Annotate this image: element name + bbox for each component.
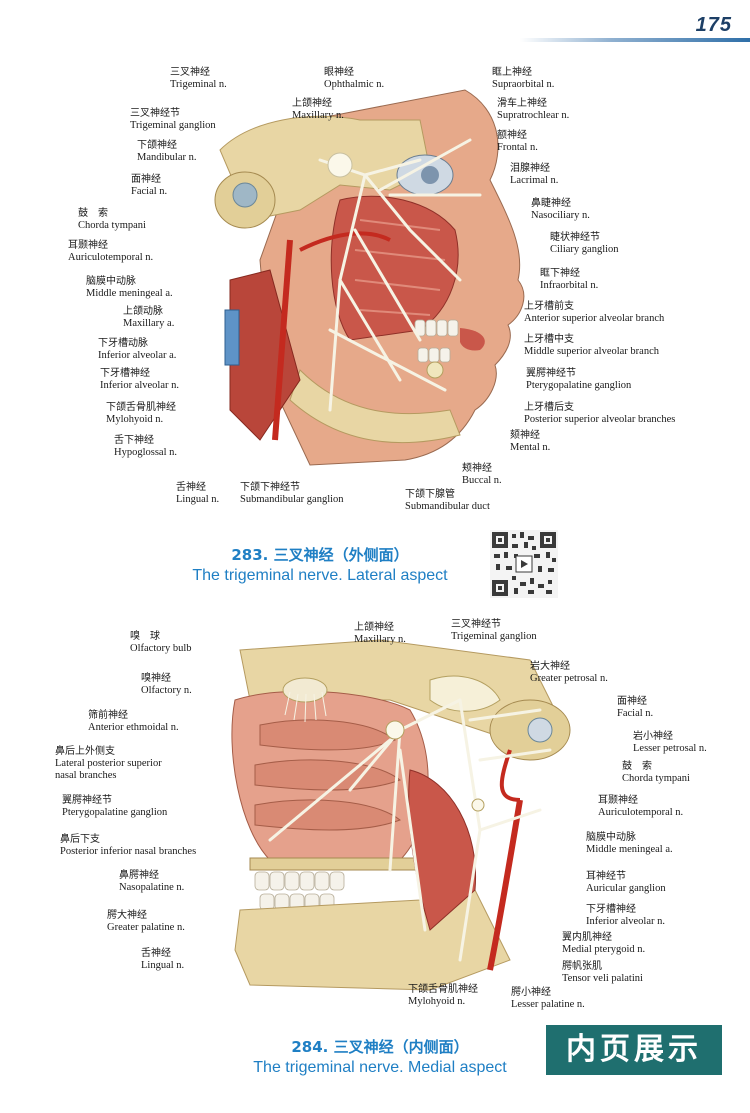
- figure-284-illustration: [210, 630, 590, 1000]
- figure-283-caption: 283. 三叉神经（外侧面） The trigeminal nerve. Lat…: [150, 544, 490, 585]
- qr-code[interactable]: [490, 530, 558, 598]
- page-number: 175: [695, 14, 732, 36]
- lateral-head-illustration: [214, 89, 525, 466]
- header-rule: [520, 38, 750, 42]
- qr-code-image: [490, 530, 558, 598]
- figure-283-illustration: [190, 80, 540, 500]
- figure-284-caption: 284. 三叉神经（内侧面） The trigeminal nerve. Med…: [215, 1036, 545, 1077]
- figure-284-caption-number: 284. 三叉神经（内侧面）: [291, 1038, 469, 1056]
- figure-283-caption-number: 283. 三叉神经（外侧面）: [231, 546, 409, 564]
- figure-284-caption-english: The trigeminal nerve. Medial aspect: [253, 1059, 507, 1076]
- medial-head-illustration: [231, 639, 571, 991]
- inner-page-badge: 内页展示: [546, 1025, 722, 1075]
- page-header: 175: [0, 0, 750, 48]
- figure-283-caption-english: The trigeminal nerve. Lateral aspect: [192, 567, 448, 584]
